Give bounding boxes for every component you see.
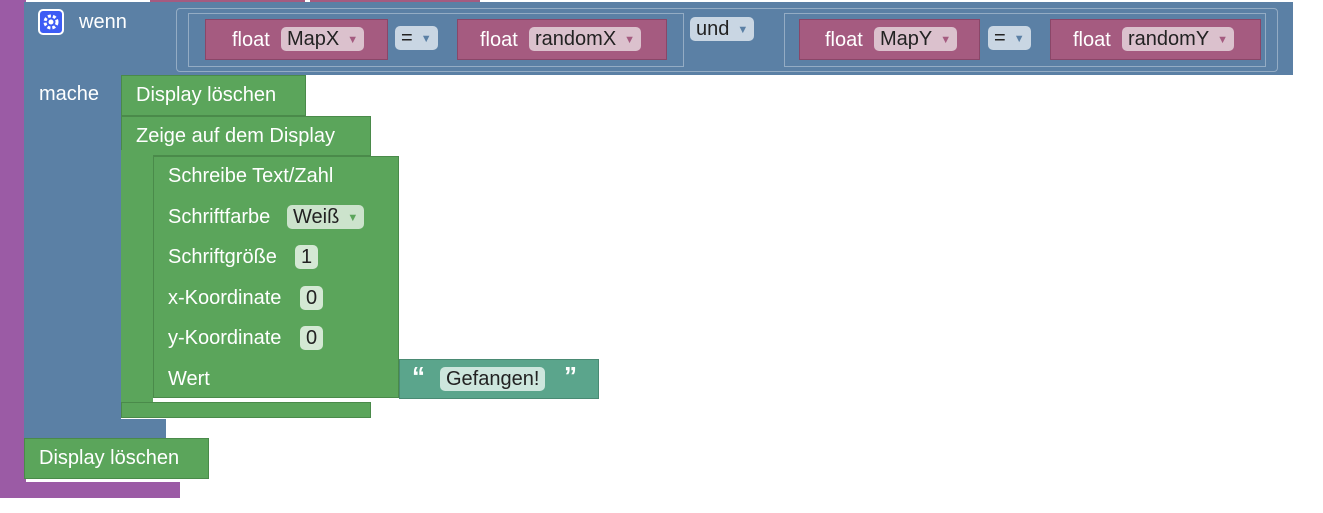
show-display-left-arm [121,150,153,404]
dropdown-arrow-icon: ▼ [1013,33,1025,45]
variable-dropdown-mapy[interactable]: MapY ▼ [874,27,958,51]
cut-off-block-top [150,0,305,3]
x-coordinate-label: x-Koordinate [168,287,282,309]
dropdown-arrow-icon: ▼ [347,34,359,46]
clear-display-label: Display löschen [136,84,277,106]
compare-block-right[interactable] [784,13,1266,67]
outer-loop-block[interactable] [0,0,26,497]
float-type-label: float [825,29,863,51]
y-coordinate-input[interactable]: 0 [300,326,324,350]
x-coordinate-input[interactable]: 0 [300,286,324,310]
if-block-left-arm [24,2,121,437]
operator-label: = [994,27,1006,49]
variable-dropdown-mapx[interactable]: MapX ▼ [281,27,365,51]
dropdown-arrow-icon: ▼ [420,33,432,45]
variable-name: MapY [880,28,933,50]
logic-label: und [696,18,730,40]
dropdown-arrow-icon: ▼ [737,24,749,36]
show-display-block[interactable] [121,116,371,156]
text-string-input[interactable]: Gefangen! [440,367,546,391]
font-color-value: Weiß [293,206,340,228]
y-coordinate-label: y-Koordinate [168,327,282,349]
clear-display-block-1[interactable] [121,75,306,116]
variable-dropdown-randomy[interactable]: randomY ▼ [1122,27,1235,51]
gear-icon[interactable] [38,9,64,35]
font-size-input[interactable]: 1 [295,245,319,269]
clear-display-block-2[interactable] [24,438,209,479]
open-quote-icon: “ [412,361,425,391]
dropdown-arrow-icon: ▼ [1217,34,1229,46]
dropdown-arrow-icon: ▼ [347,212,359,224]
operator-label: = [401,27,413,49]
if-block-bottom [24,419,166,439]
float-type-label: float [232,29,270,51]
do-keyword: mache [39,83,100,105]
value-label: Wert [168,368,210,390]
float-type-label: float [1073,29,1111,51]
compare-block-left[interactable] [188,13,684,67]
dropdown-arrow-icon: ▼ [940,34,952,46]
variable-name: MapX [287,28,340,50]
outer-loop-block-bottom [0,482,180,498]
variable-name: randomX [535,28,617,50]
clear-display-label: Display löschen [39,447,180,469]
variable-name: randomY [1128,28,1210,50]
logic-dropdown[interactable]: und ▼ [690,17,755,41]
float-type-label: float [480,29,518,51]
variable-dropdown-randomx[interactable]: randomX ▼ [529,27,642,51]
close-quote-icon: ” [564,361,577,391]
dropdown-arrow-icon: ▼ [624,34,636,46]
write-text-title: Schreibe Text/Zahl [168,165,334,187]
font-size-label: Schriftgröße [168,246,277,268]
if-keyword: wenn [79,11,127,33]
cut-off-block-top-2 [310,0,480,3]
and-condition-block[interactable] [176,8,1278,72]
write-text-block[interactable] [153,156,399,398]
operator-dropdown-right[interactable]: =▼ [988,26,1031,50]
operator-dropdown-left[interactable]: =▼ [395,26,438,50]
show-display-label: Zeige auf dem Display [136,125,335,147]
font-color-dropdown[interactable]: Weiß ▼ [287,205,365,229]
font-color-label: Schriftfarbe [168,206,271,228]
show-display-bottom [121,402,371,418]
